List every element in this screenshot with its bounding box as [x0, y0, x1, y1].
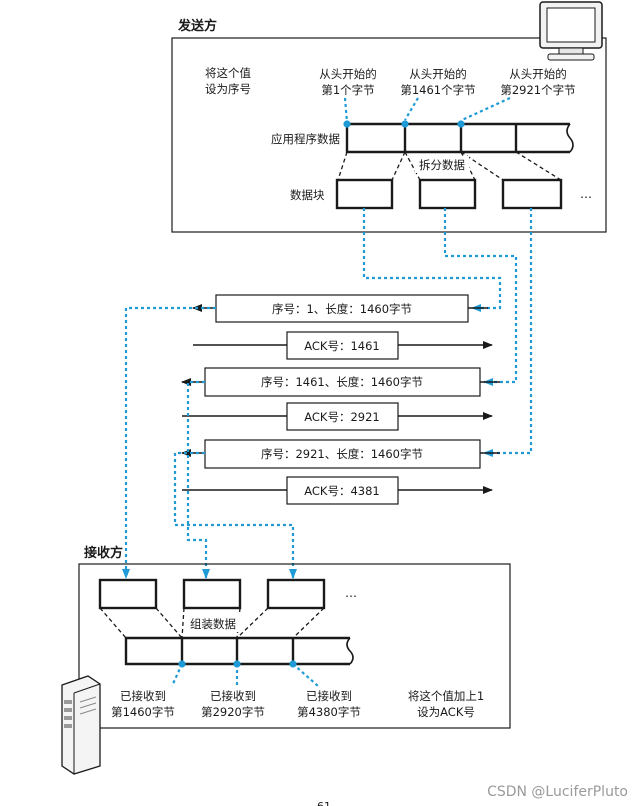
- sender-chunk-1: [335, 178, 394, 210]
- start-label-3-line1: 从头开始的: [509, 67, 567, 81]
- flow-chunk-3-in: [173, 451, 297, 579]
- message-box-6: [286, 476, 399, 505]
- sender-chunk-2: [418, 178, 477, 210]
- receiver-note-line1: 将这个值加上1: [408, 689, 484, 703]
- received-label-1-line1: 已接收到: [120, 689, 166, 703]
- sender-title: 发送方: [177, 18, 217, 34]
- start-leader-3: [461, 97, 511, 121]
- flow-chunk-2-out: [443, 208, 518, 386]
- message-box-4: [286, 402, 399, 431]
- start-label-1-line2: 第1个字节: [321, 83, 374, 97]
- app-data-label: 应用程序数据: [271, 132, 340, 146]
- received-label-2-line1: 已接收到: [210, 689, 256, 703]
- received-label-3-line2: 第4380字节: [297, 705, 361, 719]
- flow-chunk-2-in: [186, 380, 210, 579]
- message-text-2: ACK号：1461: [304, 339, 380, 353]
- receiver-note-line2: 设为ACK号: [417, 705, 475, 719]
- start-dot-1: [343, 120, 351, 128]
- receiver-chunk-2: [182, 578, 242, 610]
- start-label-2-line2: 第1461个字节: [400, 83, 475, 97]
- app-data-bar: [345, 122, 570, 154]
- receiver-chunk-3: [266, 578, 326, 610]
- chunk-label: 数据块: [290, 188, 325, 202]
- sender-frame: [171, 37, 607, 233]
- receiver-frame: [78, 563, 511, 729]
- start-label-3-line2: 第2921个字节: [500, 83, 575, 97]
- message-box-3: [204, 367, 481, 397]
- sender-note-line2: 设为序号: [205, 82, 251, 96]
- start-dot-2: [401, 120, 409, 128]
- message-text-4: ACK号：2921: [304, 410, 380, 424]
- message-text-6: ACK号：4381: [304, 484, 380, 498]
- watermark: CSDN @LuciferPluto: [487, 784, 628, 800]
- start-label-1-line1: 从头开始的: [319, 67, 377, 81]
- receiver-title: 接收方: [84, 545, 123, 561]
- start-leader-1: [343, 97, 349, 123]
- flow-chunk-1-out: [362, 208, 502, 312]
- flow-chunk-1-in: [122, 306, 216, 579]
- start-leader-2: [404, 97, 419, 121]
- start-dot-3: [457, 120, 465, 128]
- server-icon: [61, 675, 101, 775]
- sender-note-line1: 将这个值: [205, 66, 251, 80]
- sender-chunk-3: [501, 178, 563, 210]
- receiver-chunk-1: [98, 578, 158, 610]
- received-label-1-line2: 第1460字节: [111, 705, 175, 719]
- start-label-2-line1: 从头开始的: [409, 67, 467, 81]
- sender-ellipsis: …: [580, 187, 592, 201]
- received-label-2-line2: 第2920字节: [201, 705, 265, 719]
- message-text-5: 序号：2921、长度：1460字节: [261, 447, 423, 461]
- page-number: 61: [317, 800, 331, 806]
- message-text-1: 序号：1、长度：1460字节: [272, 302, 412, 316]
- message-box-2: [286, 331, 399, 360]
- split-label: 拆分数据: [419, 158, 465, 172]
- receiver-ellipsis: …: [345, 586, 357, 600]
- monitor-icon: [539, 1, 603, 61]
- message-text-3: 序号：1461、长度：1460字节: [261, 375, 423, 389]
- message-box-1: [215, 294, 469, 323]
- assemble-label: 组装数据: [190, 617, 236, 631]
- received-label-3-line1: 已接收到: [306, 689, 352, 703]
